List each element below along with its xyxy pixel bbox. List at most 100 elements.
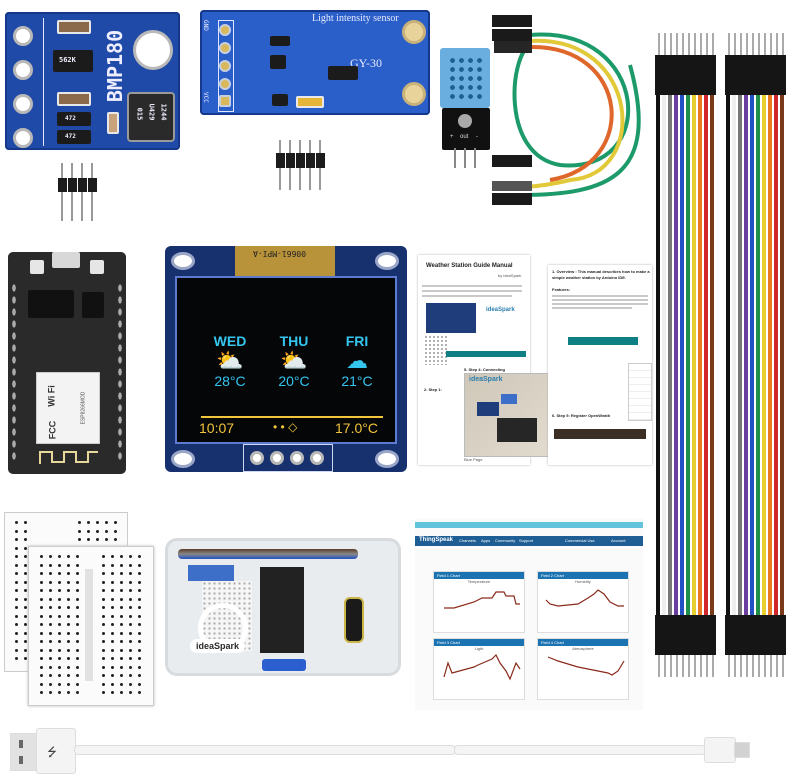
- manual-page-2: 1. Overview : This manual describes how …: [548, 265, 652, 465]
- day-label: FRI: [345, 333, 369, 349]
- breadboard-hole: [58, 614, 61, 618]
- jumper-pin: [776, 655, 778, 677]
- breadboard-hole: [67, 648, 70, 652]
- breadboard-hole: [111, 623, 114, 626]
- usb-uart-chip: [28, 290, 74, 318]
- breadboard-hole: [120, 597, 123, 601]
- breadboard-hole: [102, 674, 105, 677]
- atmosphere-line: [547, 656, 625, 676]
- jumper-wire: [750, 85, 754, 645]
- jumper-pin: [728, 655, 730, 677]
- jumper-connector: [731, 55, 738, 95]
- breadboard-hole: [102, 589, 105, 592]
- jumper-wire: [692, 85, 696, 645]
- breadboard-hole: [49, 691, 52, 694]
- jumper-pin: [746, 33, 748, 55]
- jumper-connector: [685, 55, 692, 95]
- gy30-module: GND VCC Light intensity sensor GY-30: [200, 10, 430, 115]
- breadboard-hole: [49, 580, 52, 584]
- breadboard-hole: [120, 555, 123, 558]
- breadboard-hole: [67, 691, 70, 694]
- page-indicator: • • ◇: [273, 420, 298, 434]
- jumper-connector: [761, 55, 768, 95]
- breadboard-hole: [76, 614, 79, 618]
- pin-pad: [219, 95, 231, 107]
- breadboard-hole: [15, 597, 18, 601]
- breadboard-hole: [120, 580, 123, 584]
- breadboard-hole: [15, 563, 18, 567]
- breadboard-hole: [129, 555, 132, 558]
- jumper-wire: [674, 85, 678, 645]
- connector-housing: [494, 41, 532, 53]
- breadboard-hole: [76, 682, 79, 686]
- jumper-wire: [738, 85, 742, 645]
- nav-commercial[interactable]: Commercial Use: [565, 538, 595, 543]
- jumper-connector: [655, 55, 662, 95]
- breadboard-hole: [58, 623, 61, 626]
- thingspeak-logo[interactable]: ThingSpeak: [419, 537, 454, 543]
- breadboard-hole: [120, 606, 123, 609]
- box-latch[interactable]: [262, 659, 306, 671]
- breadboard-hole: [40, 682, 43, 686]
- breadboard-hole: [15, 640, 18, 643]
- breadboard-hole: [15, 580, 18, 584]
- breadboard-hole: [129, 580, 132, 584]
- jumper-connector: [703, 615, 710, 655]
- breadboard-hole: [129, 674, 132, 677]
- current-temperature: 17.0°C: [335, 420, 378, 436]
- cable-bundle: [178, 549, 358, 559]
- partly-sunny-icon: ⛅: [280, 348, 308, 373]
- jumper-pin: [670, 655, 672, 677]
- jumper-pin: [770, 655, 772, 677]
- breadboard-hole: [58, 580, 61, 584]
- breadboard-hole: [138, 580, 141, 584]
- nav-account[interactable]: Account: [611, 538, 626, 543]
- breadboard-hole: [102, 563, 105, 567]
- capacitor: [57, 92, 91, 106]
- diagram-image: [426, 303, 476, 333]
- day-temp: 28°C: [214, 373, 246, 389]
- reset-button[interactable]: [30, 260, 44, 274]
- jumper-pin: [746, 655, 748, 677]
- nav-channels[interactable]: Channels: [459, 538, 476, 543]
- breadboard-hole: [138, 572, 141, 575]
- breadboard-hole: [114, 529, 117, 533]
- micro-usb-plug: [734, 742, 750, 758]
- breadboard-hole: [40, 563, 43, 567]
- jumper-pin: [694, 655, 696, 677]
- breadboard-hole: [24, 648, 27, 652]
- breadboard-hole: [138, 631, 141, 635]
- jumper-wire: [744, 85, 748, 645]
- jumper-connector: [697, 615, 704, 655]
- breadboard-hole: [120, 623, 123, 626]
- breadboard-hole: [58, 682, 61, 686]
- nav-community[interactable]: Community: [495, 538, 516, 543]
- jumper-pin: [782, 655, 784, 677]
- breadboard-hole: [40, 657, 43, 660]
- pin-row-right: [117, 282, 123, 462]
- breadboard-hole: [102, 580, 105, 584]
- jumper-pin: [734, 33, 736, 55]
- center-channel: [85, 569, 93, 681]
- humidity-line: [545, 589, 624, 607]
- breadboard-hole: [78, 529, 81, 533]
- breadboard-hole: [111, 580, 114, 584]
- breadboard-hole: [24, 580, 27, 584]
- pin-pad: [310, 451, 324, 465]
- breadboard-hole: [67, 580, 70, 584]
- capacitor: [107, 112, 119, 134]
- breadboard-hole: [105, 529, 108, 533]
- breadboard-hole: [67, 631, 70, 635]
- pin-label: GND: [202, 20, 209, 31]
- breadboard-hole: [40, 674, 43, 677]
- jumper-pin: [664, 33, 666, 55]
- breadboard-hole: [111, 572, 114, 575]
- clock-time: 10:07: [199, 420, 235, 436]
- nav-apps[interactable]: Apps: [481, 538, 491, 543]
- flash-button[interactable]: [90, 260, 104, 274]
- dht11-module: + out -: [440, 48, 494, 168]
- jumper-connector: [661, 55, 668, 95]
- oled-screen: WED ⛅ 28°C THU ⛅ 20°C FRI ☁ 21°C 10:07 •…: [175, 276, 397, 444]
- nav-support[interactable]: Support: [519, 538, 534, 543]
- thingspeak-page: ThingSpeak Channels Apps Community Suppo…: [415, 518, 643, 710]
